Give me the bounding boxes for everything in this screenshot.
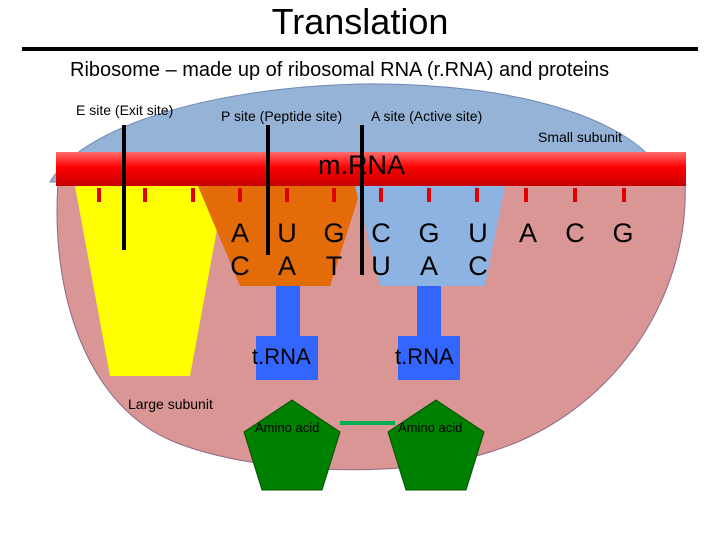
mrna-base: G xyxy=(323,218,345,248)
amino-acid-1 xyxy=(243,399,341,491)
e-site-trna xyxy=(75,186,225,376)
mrna-base: C xyxy=(565,218,585,248)
amino-acid-label: Amino acid xyxy=(398,420,463,435)
mrna-base: C xyxy=(371,218,391,248)
amino-acid-label: Amino acid xyxy=(255,420,320,435)
trna-stem-2 xyxy=(398,286,460,380)
trna-label: t.RNA xyxy=(252,344,311,369)
nucleotide-ticks xyxy=(97,188,626,202)
anticodon-base: A xyxy=(419,251,438,281)
anticodon-base: C xyxy=(468,251,488,281)
mrna-base: U xyxy=(468,218,488,248)
a-site-trna xyxy=(355,186,505,286)
mrna-base: U xyxy=(277,218,297,248)
mrna-base: A xyxy=(230,218,249,248)
slide-title: Translation xyxy=(271,1,449,42)
anticodon-base: U xyxy=(371,251,391,281)
p-site-label: P site (Peptide site) xyxy=(221,108,343,124)
e-site-label: E site (Exit site) xyxy=(76,102,174,118)
amino-acid-2 xyxy=(387,399,485,491)
anticodon-base: A xyxy=(277,251,296,281)
large-subunit-label: Large subunit xyxy=(128,396,213,412)
p-site-trna xyxy=(198,186,362,286)
anticodon-base: C xyxy=(230,251,250,281)
large-subunit xyxy=(56,181,686,471)
slide-subtitle: Ribosome – made up of ribosomal RNA (r.R… xyxy=(70,59,610,81)
mrna-strand xyxy=(56,152,686,186)
trna-stem-1 xyxy=(256,286,318,380)
small-subunit-label: Small subunit xyxy=(538,129,623,145)
mrna-base: A xyxy=(518,218,537,248)
mrna-base: G xyxy=(612,218,634,248)
trna-label: t.RNA xyxy=(395,344,454,369)
a-site-label: A site (Active site) xyxy=(371,108,483,124)
anticodon-base: T xyxy=(325,251,343,281)
mrna-base: G xyxy=(418,218,440,248)
mrna-label: m.RNA xyxy=(318,150,405,180)
